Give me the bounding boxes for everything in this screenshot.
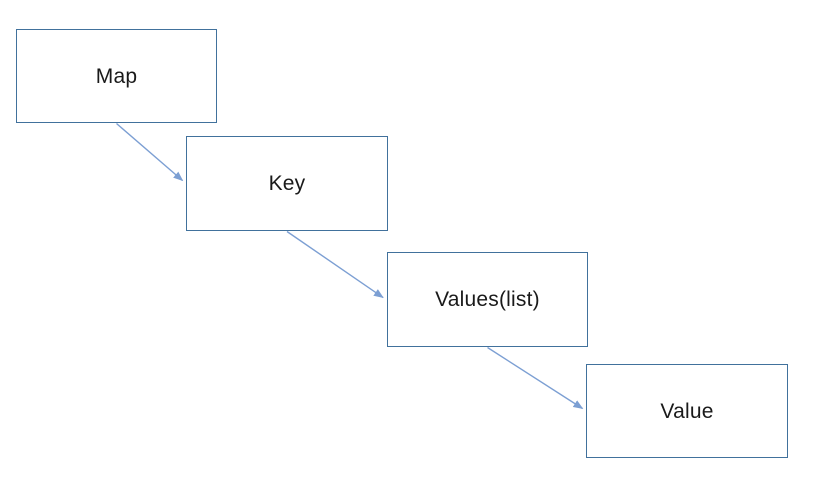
- node-value-label: Value: [660, 399, 714, 423]
- node-key-label: Key: [268, 172, 306, 195]
- node-map: Map: [16, 29, 217, 123]
- node-map-label: Map: [95, 64, 138, 88]
- connector-map-to-key: [116, 122, 184, 182]
- connector-key-to-values: [286, 230, 384, 299]
- node-values: Values(list): [387, 252, 588, 347]
- node-key: Key: [186, 136, 388, 231]
- connector-values-to-value: [487, 346, 584, 410]
- node-value: Value: [586, 364, 788, 458]
- node-values-label: Values(list): [435, 288, 540, 311]
